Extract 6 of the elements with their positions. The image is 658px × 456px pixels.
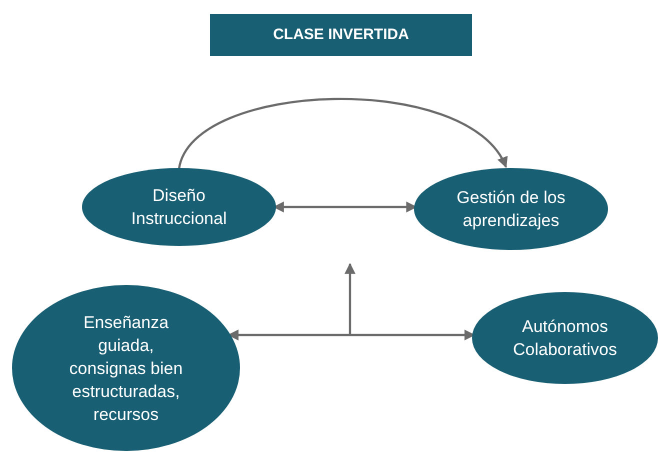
node-text: Diseño Instruccional [130, 185, 228, 230]
node-text: Enseñanza guiada, consignas bien estructuradas, recursos [68, 312, 184, 426]
node-text: Autónomos Colaborativos [512, 316, 618, 361]
arrow [178, 98, 507, 170]
title-banner: CLASE INVERTIDA [210, 14, 472, 56]
node-text: Gestión de los aprendizajes [456, 187, 566, 232]
